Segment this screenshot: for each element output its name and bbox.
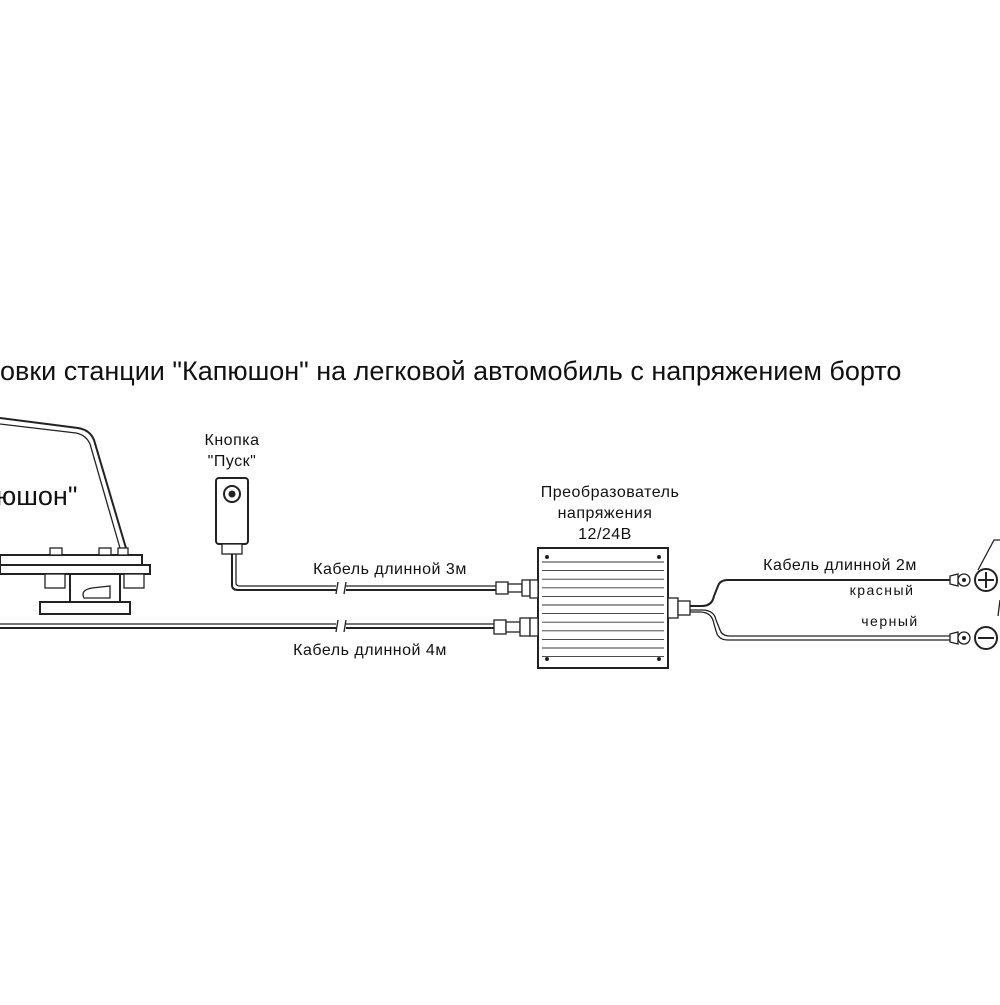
- cable-4m-break: [336, 621, 346, 631]
- station-label: юшон": [0, 481, 77, 511]
- converter-fins: [542, 561, 664, 658]
- plus-terminal-icon: [974, 568, 998, 592]
- voltage-converter: Преобразователь напряжения 12/24В: [529, 484, 691, 669]
- converter-label-line2: напряжения: [558, 505, 653, 522]
- cable-3m-connector: [495, 579, 531, 597]
- mount-nut-right: [123, 573, 145, 589]
- bolt-1: [49, 547, 63, 556]
- cable-3m-break: [336, 583, 346, 593]
- cable-4m-break-mark-2: [343, 619, 347, 633]
- button-label-line1: Кнопка: [205, 432, 260, 449]
- cable-3m-label: Кабель длинной 3м: [313, 561, 467, 578]
- black-ring-terminal: [949, 631, 971, 645]
- converter-body: [537, 547, 669, 669]
- mount-clamp: [82, 585, 111, 599]
- wire-red-label: красный: [850, 582, 915, 598]
- cable-3m-line: [231, 554, 512, 591]
- converter-input-2: [529, 617, 539, 637]
- station-housing-inner: [0, 423, 123, 556]
- station-unit: юшон": [0, 417, 151, 615]
- bolt-3: [117, 547, 129, 556]
- cable-3m-line-inner: [235, 554, 512, 587]
- converter-label-line3: 12/24В: [578, 526, 632, 543]
- cable-2m-label: Кабель длинной 2м: [763, 557, 917, 574]
- converter-screw-bl: [545, 657, 549, 661]
- converter-screw-tl: [545, 555, 549, 559]
- bolt-2: [98, 547, 112, 556]
- station-base-plate-lower: [0, 564, 151, 575]
- battery-leader-line: [977, 539, 1000, 571]
- station-base-plate: [0, 554, 143, 566]
- diagram-title: овки станции "Капюшон" на легковой автом…: [0, 356, 901, 386]
- converter-label-line1: Преобразователь: [541, 484, 680, 501]
- converter-output-gland: [667, 597, 679, 619]
- cable-4m-label: Кабель длинной 4м: [293, 642, 447, 659]
- station-housing: [0, 417, 129, 556]
- cable-3m-break-mark-2: [343, 581, 347, 595]
- red-ring-terminal: [949, 573, 971, 587]
- minus-terminal-icon: [974, 626, 998, 650]
- button-label-line2: "Пуск": [208, 453, 257, 470]
- cable-2m-black-line: [690, 609, 950, 637]
- cable-4m-break-mark-1: [335, 619, 339, 633]
- cable-2m-red-line: [690, 579, 950, 607]
- converter-output-gland-2: [677, 600, 691, 616]
- wire-black-label: черный: [861, 613, 918, 629]
- cable-3m-break-mark-1: [335, 581, 339, 595]
- converter-screw-tr: [657, 555, 661, 559]
- converter-input-1: [529, 579, 539, 599]
- mount-nut-left: [44, 573, 66, 589]
- start-button-gland: [221, 543, 243, 555]
- cable-2m-black-line-2: [690, 611, 950, 641]
- cable-4m-connector: [493, 617, 531, 637]
- start-button-unit: Кнопка "Пуск": [205, 432, 260, 555]
- mount-foot: [39, 601, 131, 615]
- start-button-center: [228, 490, 236, 498]
- converter-screw-br: [657, 657, 661, 661]
